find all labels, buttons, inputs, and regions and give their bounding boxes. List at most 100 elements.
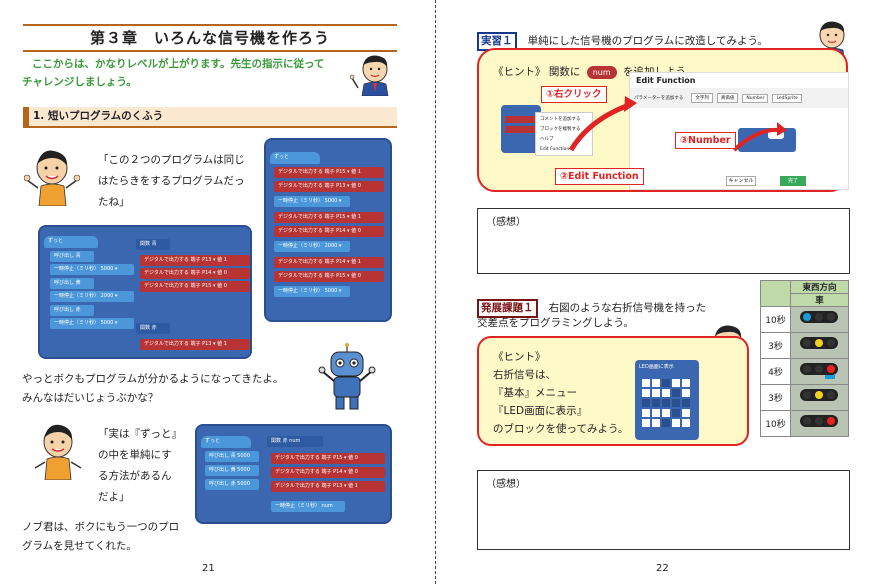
function-block[interactable]: 関数 青 xyxy=(136,239,170,250)
signal-lamps-icon xyxy=(799,415,838,427)
call-block[interactable]: 呼び出し 赤 xyxy=(50,305,94,316)
type-button-string[interactable]: 文字列 xyxy=(691,93,713,103)
signal-cell xyxy=(790,410,849,437)
time-cell: 4秒 xyxy=(760,358,791,385)
quote-2: 「実は『ずっと』 の中を単純にす る方法があるん だよ」 xyxy=(98,424,182,508)
context-menu-item[interactable]: コメントを追加する xyxy=(540,117,581,122)
digital-write-block[interactable]: デジタルで出力する 端子 P15 ▾ 値 0 xyxy=(274,271,384,282)
type-button-boolean[interactable]: 真偽値 xyxy=(716,93,739,103)
function-block[interactable]: 関数 赤 num xyxy=(267,436,323,447)
section-heading: 1. 短いプログラムのくふう xyxy=(23,107,397,128)
pause-block[interactable]: 一時停止（ミリ秒） 5000 ▾ xyxy=(50,318,134,329)
dialog-title: Edit Function xyxy=(636,76,696,85)
digital-write-block[interactable]: デジタルで出力する 端子 P15 ▾ 値 1 xyxy=(274,167,384,178)
teacher-illustration xyxy=(350,55,389,96)
block-row xyxy=(505,116,539,123)
call-block[interactable]: 呼び出し 青 xyxy=(50,251,94,262)
call-block[interactable]: 呼び出し 黄 5000 xyxy=(205,465,259,476)
digital-write-block[interactable]: デジタルで出力する 端子 P15 ▾ 値 0 xyxy=(271,453,385,464)
page-number-left: 21 xyxy=(202,563,215,574)
digital-write-block[interactable]: デジタルで出力する 端子 P14 ▾ 値 0 xyxy=(140,268,250,279)
impression-label: （感想） xyxy=(486,217,526,228)
digital-write-block[interactable]: デジタルで出力する 端子 P14 ▾ 値 1 xyxy=(274,257,384,268)
impression-box-1[interactable]: （感想） xyxy=(477,208,850,274)
time-cell: 10秒 xyxy=(760,306,791,333)
intro-text: ここからは、かなりレベルが上がります。先生の指示に従って チャレンジしましょう。 xyxy=(22,55,347,91)
forever-block[interactable]: ずっと xyxy=(201,436,251,448)
digital-write-block[interactable]: デジタルで出力する 端子 P13 ▾ 値 1 xyxy=(140,339,250,350)
code-panel-simplified: ずっと 呼び出し 青 5000 呼び出し 黄 5000 呼び出し 赤 5000 … xyxy=(195,424,392,524)
digital-write-block[interactable]: デジタルで出力する 端子 P13 ▾ 値 1 xyxy=(140,255,250,266)
digital-write-block[interactable]: デジタルで出力する 端子 P15 ▾ 値 1 xyxy=(274,212,384,223)
pause-block[interactable]: 一時停止（ミリ秒） 2000 ▾ xyxy=(50,291,134,302)
pause-block[interactable]: 一時停止（ミリ秒） num xyxy=(271,501,345,512)
call-block[interactable]: 呼び出し 赤 5000 xyxy=(205,479,259,490)
quote-2-line: 「実は『ずっと』 xyxy=(98,428,182,440)
exercise-text: 単純にした信号機のプログラムに改造してみよう。 xyxy=(527,35,768,47)
cancel-button[interactable]: キャンセル xyxy=(726,176,756,186)
signal-lamps-icon xyxy=(799,337,838,349)
context-menu-item[interactable]: Edit Function xyxy=(540,147,570,152)
impression-label: （感想） xyxy=(486,479,526,490)
num-param-slot xyxy=(768,131,784,139)
forever-block[interactable]: ずっと xyxy=(44,236,98,248)
type-button-ledsprite[interactable]: LedSprite xyxy=(772,93,802,103)
chapter-title: 第３章 いろんな信号機を作ろう xyxy=(23,24,397,52)
nobu-character-illustration xyxy=(34,424,82,480)
table-header: 東西方向 xyxy=(790,280,849,294)
context-menu-item[interactable]: ブロックを複製する xyxy=(540,127,581,132)
table-row: 3秒 xyxy=(760,384,849,411)
pause-block[interactable]: 一時停止（ミリ秒） 2000 ▾ xyxy=(274,241,350,252)
hint2-line: のブロックを使ってみよう。 xyxy=(493,423,629,435)
signal-timing-table: 東西方向 車 10秒 3秒 4秒 3秒 xyxy=(760,280,849,437)
digital-write-block[interactable]: デジタルで出力する 端子 P15 ▾ 値 0 xyxy=(140,281,250,292)
signal-lamps-icon xyxy=(799,311,838,323)
digital-write-block[interactable]: デジタルで出力する 端子 P14 ▾ 値 0 xyxy=(274,226,384,237)
signal-lamps-right-arrow-icon xyxy=(799,363,838,379)
robot-text: やっとボクもプログラムが分かるようになってきたよ。 みんなはだいじょうぶかな？ xyxy=(22,370,283,408)
function-block[interactable]: 関数 赤 xyxy=(136,323,170,334)
arrows-overlay xyxy=(568,96,787,152)
edit-function-dialog: Edit Function パラメーターを追加する 文字列 真偽値 Number… xyxy=(629,72,849,190)
hint2-line: 『基本』メニュー xyxy=(493,387,577,399)
context-menu-item[interactable]: ヘルプ xyxy=(540,137,554,142)
exercise-heading: 実習１ 単純にした信号機のプログラムに改造してみよう。 xyxy=(477,29,768,51)
quote-1-line: 「この２つのプログラムは同じ xyxy=(98,154,245,166)
forever-block[interactable]: ずっと xyxy=(270,152,320,164)
page-spine xyxy=(435,0,436,584)
intro-line-2: チャレンジしましょう。 xyxy=(22,76,137,88)
signal-cell xyxy=(790,358,849,385)
time-cell: 3秒 xyxy=(760,332,791,359)
code-panel-forever: ずっと デジタルで出力する 端子 P15 ▾ 値 1 デジタルで出力する 端子 … xyxy=(264,138,392,322)
robot-text-line: やっとボクもプログラムが分かるようになってきたよ。 xyxy=(22,373,284,385)
table-corner xyxy=(760,280,791,307)
led-show-block[interactable]: LED画面に表示 xyxy=(635,360,699,440)
type-button-number[interactable]: Number xyxy=(742,93,769,103)
pause-block[interactable]: 一時停止（ミリ秒） 5000 ▾ xyxy=(50,264,134,275)
signal-cell xyxy=(790,306,849,333)
digital-write-block[interactable]: デジタルで出力する 端子 P13 ▾ 値 0 xyxy=(274,181,384,192)
call-block[interactable]: 呼び出し 青 5000 xyxy=(205,451,259,462)
hint2-line: 《ヒント》 xyxy=(493,351,546,363)
callout-edit-function: ②Edit Function xyxy=(555,168,644,185)
table-row: 3秒 xyxy=(760,332,849,359)
quote-2-line: の中を単純にす xyxy=(98,449,172,461)
digital-write-block[interactable]: デジタルで出力する 端子 P13 ▾ 値 1 xyxy=(271,481,385,492)
development-heading: 発展課題１ 右図のような右折信号機を持った xyxy=(477,296,706,318)
page-number-right: 22 xyxy=(656,563,669,574)
nobu-text-line: ノブ君は、ボクにもう一つのプロ xyxy=(22,521,180,533)
quote-2-line: る方法があるん xyxy=(98,470,172,482)
param-label: パラメーターを追加する xyxy=(634,96,684,101)
nobu-text: ノブ君は、ボクにもう一つのプロ グラムを見せてくれた。 xyxy=(22,518,179,556)
digital-write-block[interactable]: デジタルで出力する 端子 P14 ▾ 値 0 xyxy=(271,467,385,478)
nobu-text-line: グラムを見せてくれた。 xyxy=(22,540,137,552)
pause-block[interactable]: 一時停止（ミリ秒） 5000 ▾ xyxy=(274,286,350,297)
param-toolbar: パラメーターを追加する 文字列 真偽値 Number LedSprite xyxy=(630,88,848,108)
ok-button[interactable]: 完了 xyxy=(780,176,806,186)
led-block-label: LED画面に表示 xyxy=(639,364,674,370)
call-block[interactable]: 呼び出し 黄 xyxy=(50,278,94,289)
pause-block[interactable]: 一時停止（ミリ秒） 5000 ▾ xyxy=(274,196,350,207)
nobu-character-illustration xyxy=(24,150,80,206)
impression-box-2[interactable]: （感想） xyxy=(477,470,850,550)
robot-text-line: みんなはだいじょうぶかな？ xyxy=(22,392,159,404)
